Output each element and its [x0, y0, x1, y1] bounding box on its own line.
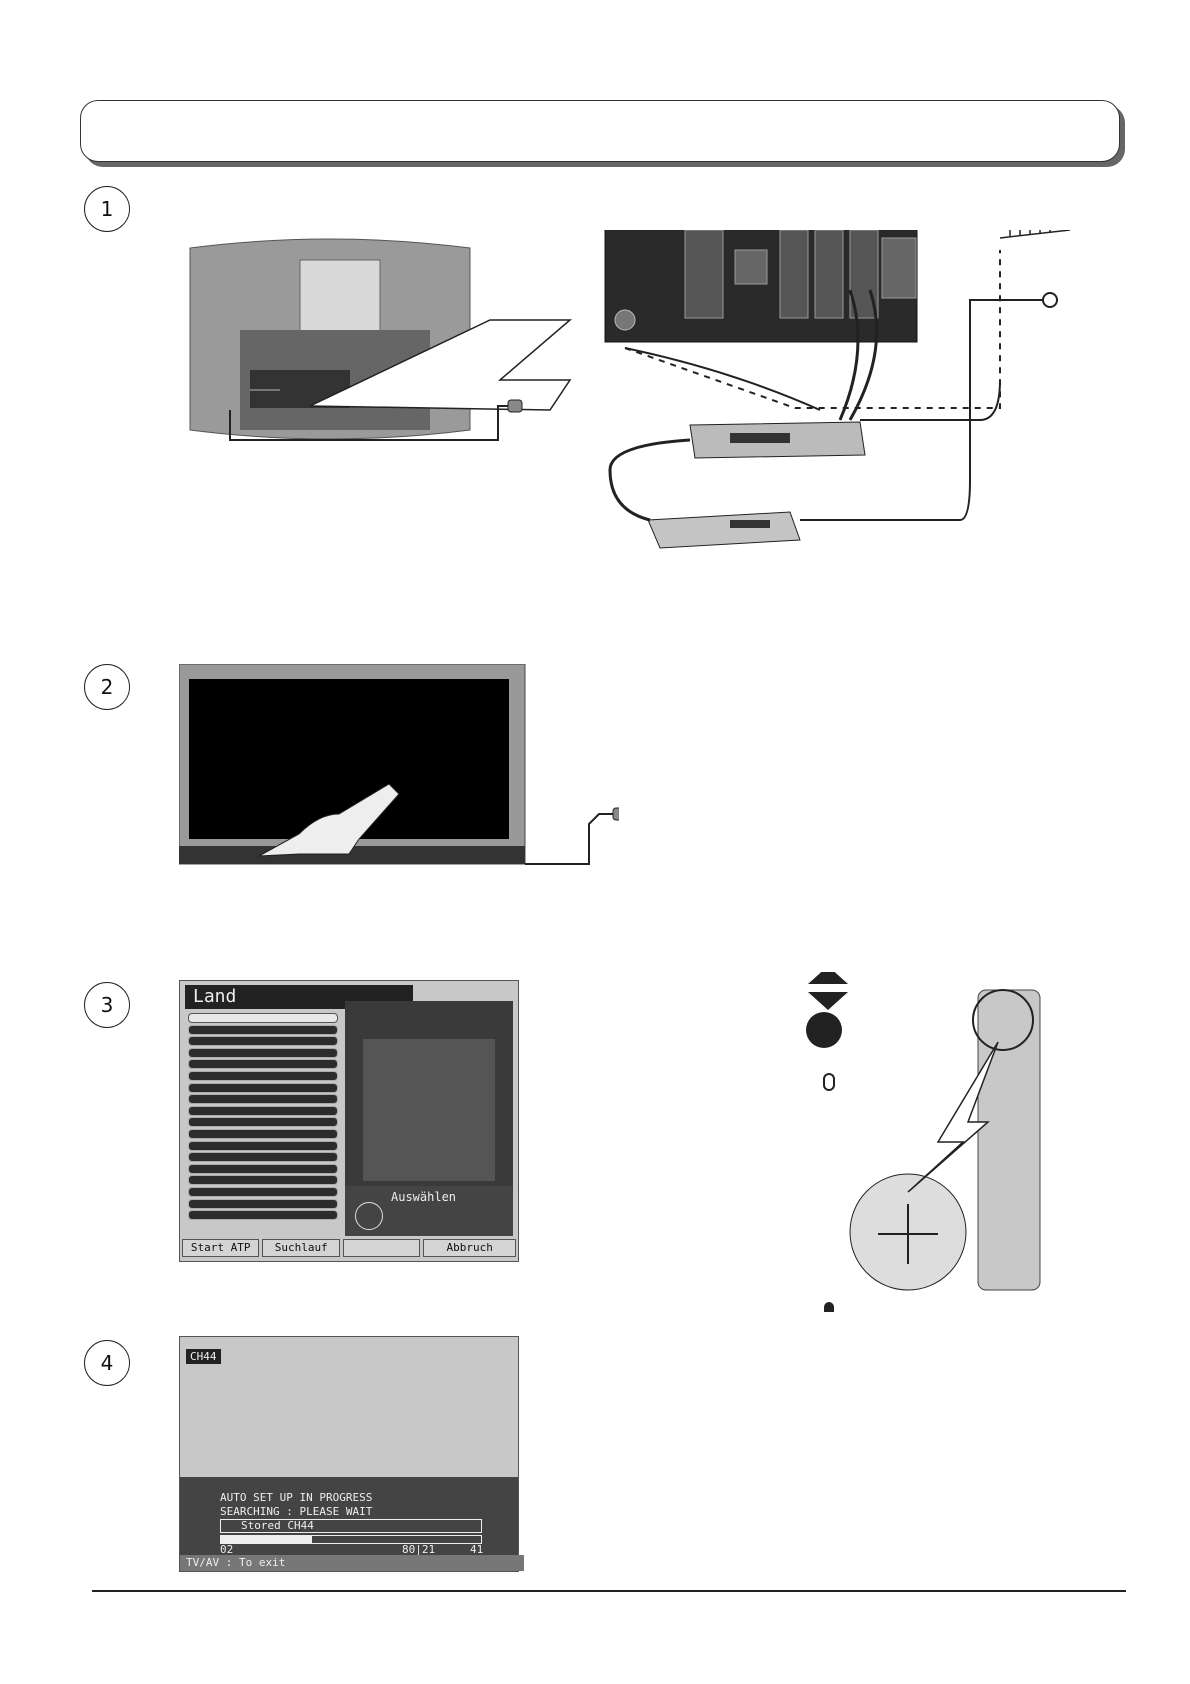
select-hint-panel: Auswählen	[345, 1186, 513, 1236]
country-list-item[interactable]	[188, 1175, 338, 1186]
aerial-icon	[999, 230, 1071, 239]
step-number: 2	[100, 675, 114, 699]
country-list-item[interactable]	[188, 1128, 338, 1139]
magnify-arrow	[309, 319, 573, 411]
left-right-key-icon	[806, 1012, 842, 1048]
start-atp-button[interactable]: Start ATP	[182, 1239, 260, 1257]
auto-setup-footer: TV/AV : To exit	[180, 1555, 524, 1571]
hand-press-icon	[258, 783, 400, 857]
cancel-button[interactable]: Abbruch	[423, 1239, 516, 1257]
channel-badge: CH44	[186, 1349, 221, 1364]
satellite-receiver-illustration	[647, 511, 801, 549]
empty-button[interactable]	[342, 1239, 421, 1257]
country-list-item[interactable]	[188, 1024, 338, 1035]
search-button[interactable]: Suchlauf	[262, 1239, 340, 1257]
progress-fill	[221, 1536, 312, 1543]
mains-plug	[507, 399, 523, 413]
country-list-item[interactable]	[188, 1059, 338, 1070]
country-list-item[interactable]	[188, 1163, 338, 1174]
start-channel: 02	[220, 1543, 234, 1556]
scart-cables	[838, 289, 879, 421]
country-list-item[interactable]	[188, 1198, 338, 1209]
step-number: 1	[100, 197, 114, 221]
mains-cable	[525, 813, 613, 865]
step-number: 3	[100, 993, 114, 1017]
auto-setup-screen: CH44 AUTO SET UP IN PROGRESS SEARCHING :…	[179, 1336, 524, 1572]
mains-cable	[229, 405, 508, 441]
cursor-pad-icon	[355, 1202, 383, 1230]
ok-key-icon	[823, 1073, 835, 1091]
country-list-item[interactable]	[188, 1013, 338, 1023]
setup-line-1: AUTO SET UP IN PROGRESS	[220, 1491, 373, 1504]
country-menu-screen: Land Auswählen Start ATP Suchlauf Abbruc…	[179, 980, 519, 1262]
country-list-item[interactable]	[188, 1152, 338, 1163]
up-key-icon	[808, 972, 848, 984]
country-list-item[interactable]	[188, 1186, 338, 1197]
remote-control-illustration	[977, 989, 1041, 1291]
satellite-dish-icon	[1042, 292, 1058, 308]
country-list-item[interactable]	[188, 1047, 338, 1058]
step-2-marker: 2	[84, 664, 130, 710]
tv-front-illustration	[179, 664, 619, 865]
tv-rear-illustration	[189, 238, 471, 440]
country-list-item[interactable]	[188, 1094, 338, 1105]
end-channel: 41	[470, 1543, 484, 1556]
auto-setup-box: AUTO SET UP IN PROGRESS SEARCHING : PLEA…	[180, 1477, 518, 1556]
current-channel: 80|21	[402, 1543, 436, 1556]
setup-line-2: SEARCHING : PLEASE WAIT	[220, 1505, 373, 1518]
mains-plug	[612, 807, 619, 821]
step-number: 4	[100, 1351, 114, 1375]
step-1-marker: 1	[84, 186, 130, 232]
country-list-item[interactable]	[188, 1105, 338, 1116]
select-hint: Auswählen	[391, 1190, 457, 1204]
title-box	[80, 100, 1120, 162]
zoom-arrow	[907, 1041, 999, 1193]
menu-button-row: Start ATP Suchlauf Abbruch	[182, 1239, 516, 1257]
country-list-item[interactable]	[188, 1117, 338, 1128]
connection-diagram	[189, 230, 1071, 549]
country-list	[188, 1013, 338, 1222]
small-key-icon	[824, 1302, 834, 1312]
country-list-item[interactable]	[188, 1036, 338, 1047]
progress-track	[220, 1535, 482, 1544]
country-list-item[interactable]	[188, 1082, 338, 1093]
remote-diagram	[806, 972, 1041, 1312]
stored-channel: Stored CH44	[220, 1519, 482, 1533]
europe-map	[363, 1039, 495, 1181]
country-list-item[interactable]	[188, 1210, 338, 1221]
country-list-item[interactable]	[188, 1140, 338, 1151]
step-4-marker: 4	[84, 1340, 130, 1386]
down-key-icon	[808, 992, 848, 1010]
map-panel	[345, 1001, 513, 1186]
bottom-rule	[92, 1590, 1126, 1592]
step-3-marker: 3	[84, 982, 130, 1028]
country-list-item[interactable]	[188, 1070, 338, 1081]
